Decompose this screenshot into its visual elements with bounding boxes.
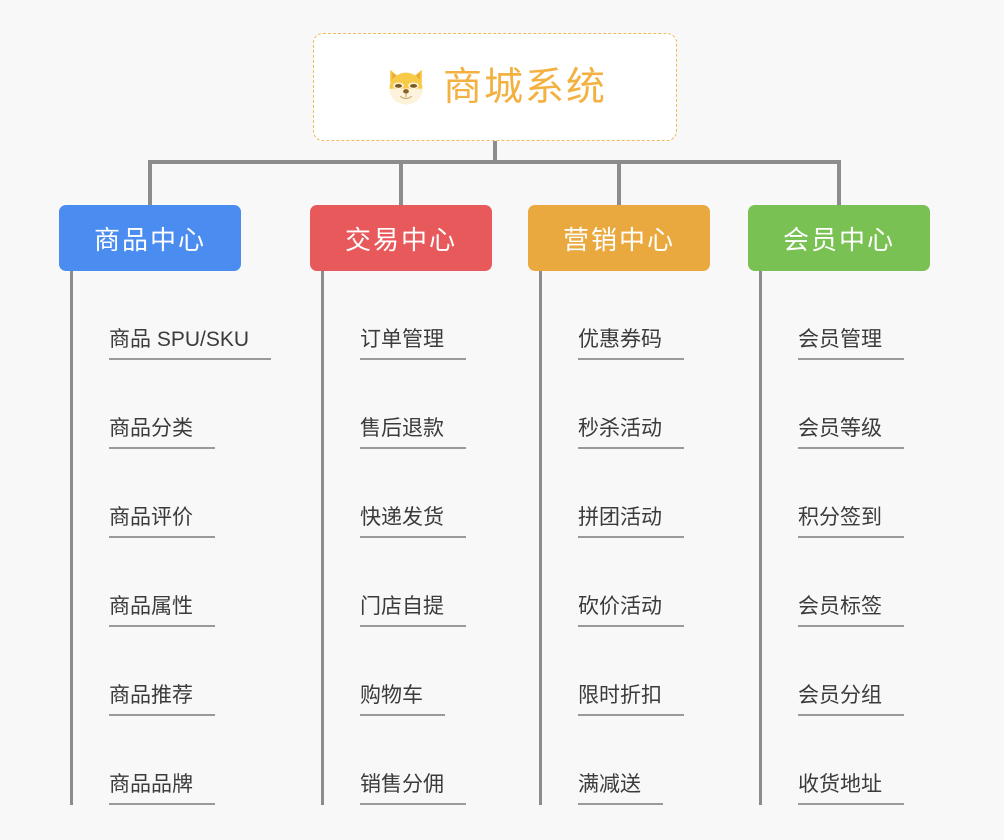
list-item-label: 会员等级 <box>798 417 904 449</box>
list-item[interactable]: 秒杀活动 <box>544 360 748 449</box>
list-item-label: 满减送 <box>578 773 663 805</box>
list-item-label: 优惠券码 <box>578 328 684 360</box>
list-item[interactable]: 积分签到 <box>764 449 968 538</box>
list-item-label: 会员标签 <box>798 595 904 627</box>
connector-drop-trade-center <box>399 160 403 207</box>
list-item[interactable]: 会员等级 <box>764 360 968 449</box>
branch-column-member-center: 会员中心 会员管理 会员等级 积分签到 会员标签 会员分组 收货地址 <box>748 205 968 805</box>
list-item-label: 商品属性 <box>109 595 215 627</box>
list-item[interactable]: 快递发货 <box>326 449 530 538</box>
list-item-label: 商品分类 <box>109 417 215 449</box>
list-item[interactable]: 限时折扣 <box>544 627 748 716</box>
list-item[interactable]: 商品评价 <box>75 449 279 538</box>
branch-spine-member-center: 会员管理 会员等级 积分签到 会员标签 会员分组 收货地址 <box>759 271 968 805</box>
connector-drop-member-center <box>837 160 841 207</box>
list-item[interactable]: 商品分类 <box>75 360 279 449</box>
list-item-label: 订单管理 <box>360 328 466 360</box>
category-header-marketing-center[interactable]: 营销中心 <box>528 205 710 271</box>
connector-drop-marketing-center <box>617 160 621 207</box>
list-item[interactable]: 收货地址 <box>764 716 968 805</box>
category-header-product-center[interactable]: 商品中心 <box>59 205 241 271</box>
list-item-label: 快递发货 <box>360 506 466 538</box>
list-item-label: 收货地址 <box>798 773 904 805</box>
list-item-label: 限时折扣 <box>578 684 684 716</box>
list-item[interactable]: 售后退款 <box>326 360 530 449</box>
list-item[interactable]: 优惠券码 <box>544 271 748 360</box>
category-header-label: 交易中心 <box>344 224 457 255</box>
list-item-label: 购物车 <box>360 684 445 716</box>
root-title: 商城系统 <box>442 65 607 109</box>
branch-column-product-center: 商品中心 商品 SPU/SKU 商品分类 商品评价 商品属性 商品推荐 商品品牌 <box>59 205 279 805</box>
connector-root-stem <box>493 141 497 162</box>
list-item[interactable]: 商品推荐 <box>75 627 279 716</box>
branch-spine-marketing-center: 优惠券码 秒杀活动 拼团活动 砍价活动 限时折扣 满减送 <box>539 271 748 805</box>
category-header-label: 会员中心 <box>782 224 895 255</box>
connector-drop-product-center <box>148 160 152 207</box>
branch-column-marketing-center: 营销中心 优惠券码 秒杀活动 拼团活动 砍价活动 限时折扣 满减送 <box>528 205 748 805</box>
list-item-label: 商品推荐 <box>109 684 215 716</box>
list-item-label: 积分签到 <box>798 506 904 538</box>
list-item-label: 商品 SPU/SKU <box>109 328 272 360</box>
list-item[interactable]: 销售分佣 <box>326 716 530 805</box>
category-header-label: 营销中心 <box>562 224 675 255</box>
list-item[interactable]: 购物车 <box>326 627 530 716</box>
list-item[interactable]: 拼团活动 <box>544 449 748 538</box>
list-item-label: 销售分佣 <box>360 773 466 805</box>
list-item[interactable]: 订单管理 <box>326 271 530 360</box>
list-item-label: 会员管理 <box>798 328 904 360</box>
connector-horizontal-bus <box>149 160 841 164</box>
shiba-dog-face-icon <box>383 64 429 110</box>
root-node[interactable]: 商城系统 <box>313 33 677 141</box>
list-item[interactable]: 会员分组 <box>764 627 968 716</box>
list-item[interactable]: 商品 SPU/SKU <box>75 271 279 360</box>
list-item-label: 拼团活动 <box>578 506 684 538</box>
list-item-label: 会员分组 <box>798 684 904 716</box>
category-header-trade-center[interactable]: 交易中心 <box>310 205 492 271</box>
branch-spine-trade-center: 订单管理 售后退款 快递发货 门店自提 购物车 销售分佣 <box>321 271 530 805</box>
list-item[interactable]: 商品品牌 <box>75 716 279 805</box>
list-item[interactable]: 商品属性 <box>75 538 279 627</box>
list-item[interactable]: 满减送 <box>544 716 748 805</box>
list-item-label: 售后退款 <box>360 417 466 449</box>
branch-spine-product-center: 商品 SPU/SKU 商品分类 商品评价 商品属性 商品推荐 商品品牌 <box>70 271 279 805</box>
category-header-label: 商品中心 <box>93 224 206 255</box>
list-item-label: 秒杀活动 <box>578 417 684 449</box>
list-item[interactable]: 会员管理 <box>764 271 968 360</box>
list-item-label: 商品品牌 <box>109 773 215 805</box>
list-item-label: 门店自提 <box>360 595 466 627</box>
list-item[interactable]: 会员标签 <box>764 538 968 627</box>
category-header-member-center[interactable]: 会员中心 <box>748 205 930 271</box>
list-item-label: 砍价活动 <box>578 595 684 627</box>
list-item[interactable]: 门店自提 <box>326 538 530 627</box>
list-item[interactable]: 砍价活动 <box>544 538 748 627</box>
list-item-label: 商品评价 <box>109 506 215 538</box>
branch-column-trade-center: 交易中心 订单管理 售后退款 快递发货 门店自提 购物车 销售分佣 <box>310 205 530 805</box>
